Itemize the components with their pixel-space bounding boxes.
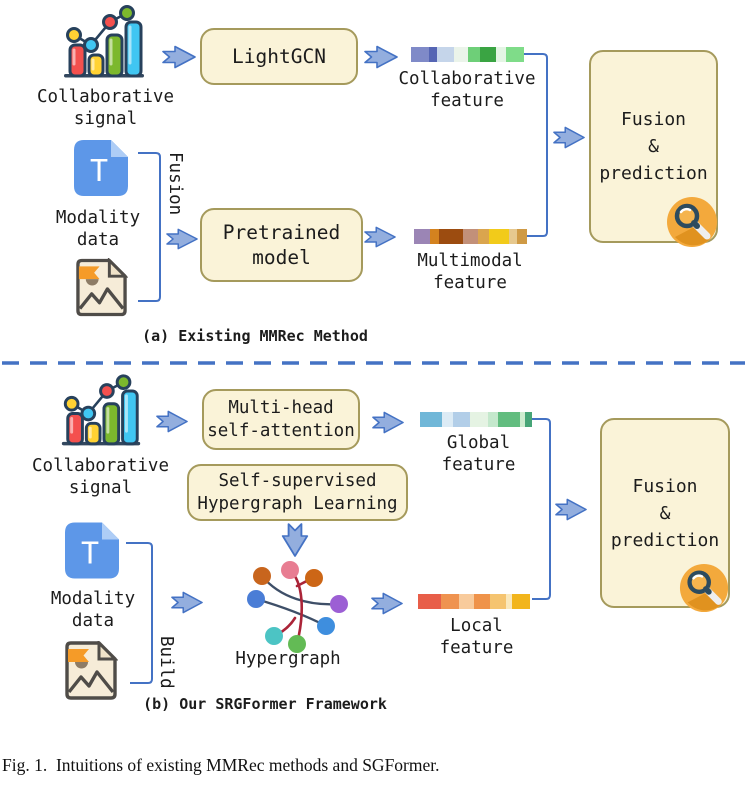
bracket-line: [532, 418, 551, 600]
global-feature-label: Global feature: [441, 433, 516, 476]
arrow-right-icon: [553, 126, 585, 149]
fusion-bracket-label: Fusion: [165, 152, 185, 216]
magnifier-icon: [679, 563, 729, 613]
image-document-icon: [76, 258, 128, 317]
bracket-line: [126, 542, 153, 684]
arrow-right-icon: [555, 498, 587, 521]
figure-caption: Fig. 1. Intuitions of existing MMRec met…: [2, 755, 440, 775]
panel-b-caption: (b) Our SRGFormer Framework: [143, 695, 387, 713]
multimodal-feature-label: Multimodal feature: [417, 251, 523, 294]
bracket-line: [138, 152, 161, 302]
arrow-right-icon: [364, 45, 398, 69]
multihead-attention-box: Multi-head self-attention: [202, 389, 360, 450]
arrow-right-icon: [364, 226, 396, 248]
arrow-right-icon: [156, 410, 188, 433]
svg-text:T: T: [81, 537, 99, 572]
bar-chart-icon: [61, 374, 141, 446]
arrow-right-icon: [162, 45, 196, 69]
text-document-icon: T: [74, 140, 128, 196]
text-document-icon: T: [65, 522, 119, 579]
hypergraph-label: Hypergraph: [235, 649, 341, 669]
arrow-down-icon: [281, 523, 309, 557]
dashed-divider: [2, 361, 745, 365]
ssl-hypergraph-box: Self-supervised Hypergraph Learning: [187, 464, 408, 521]
image-document-icon: [65, 641, 118, 700]
collaborative-feature-label: Collaborative feature: [398, 69, 536, 112]
panel-a-caption: (a) Existing MMRec Method: [142, 327, 368, 345]
magnifier-icon: [667, 197, 717, 247]
global-feature-strip: [420, 412, 532, 427]
collaborative-signal-label: Collaborative signal: [32, 456, 169, 499]
hypergraph-graphic: [247, 561, 348, 653]
svg-text:T: T: [90, 154, 108, 189]
lightgcn-box: LightGCN: [200, 28, 358, 85]
bar-chart-icon: [64, 5, 144, 78]
arrow-right-icon: [372, 411, 404, 434]
bracket-line: [524, 53, 548, 237]
collaborative-signal-label: Collaborative signal: [37, 87, 174, 130]
modality-data-label: Modality data: [55, 208, 141, 251]
modality-data-label: Modality data: [50, 589, 136, 632]
local-feature-label: Local feature: [439, 616, 514, 659]
local-feature-strip: [418, 594, 530, 609]
arrow-right-icon: [371, 592, 403, 615]
arrow-right-icon: [166, 228, 198, 250]
arrow-right-icon: [171, 591, 203, 614]
build-bracket-label: Build: [156, 636, 176, 689]
collaborative-feature-strip: [411, 47, 524, 62]
fusion-prediction-box: Fusion & prediction: [600, 418, 730, 608]
multimodal-feature-strip: [414, 229, 527, 244]
pretrained-model-box: Pretrained model: [200, 208, 363, 282]
